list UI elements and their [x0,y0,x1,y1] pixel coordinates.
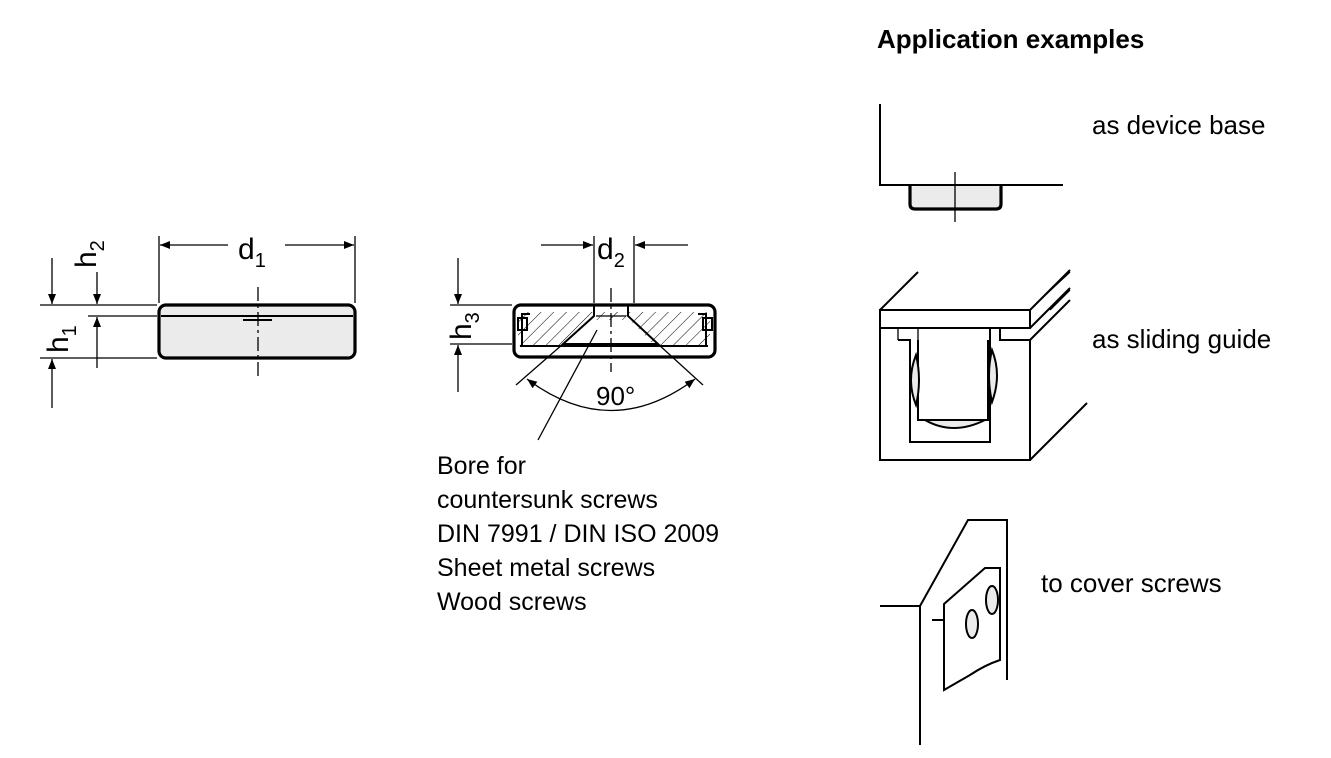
side-view: d1 h1 h2 [40,233,357,408]
d2-label: d2 [597,233,625,272]
example-label-cover-screws: to cover screws [1041,568,1222,598]
device-housing-outline [879,104,1063,186]
application-title: Application examples [877,24,1144,54]
bore-note-line-3: DIN 7991 / DIN ISO 2009 [437,520,719,548]
guide-pad-left [910,351,920,409]
angle-arc [526,378,696,412]
angle-extension-right [657,343,704,386]
cover-pad-lower [965,609,979,639]
section-view: d2 h3 90° Bore for countersunk screws DI… [437,233,719,616]
bore-note-line-5: Wood screws [437,588,587,616]
example-label-device-base: as device base [1092,110,1265,140]
example-sliding-guide: as sliding guide [879,269,1271,461]
pad-body [159,305,355,358]
slider-block [917,340,989,421]
section-clip-left [517,317,528,331]
section-outline [512,303,717,359]
section-clip-right [702,317,713,331]
slider-plate-front [879,309,1031,329]
example-label-sliding-guide: as sliding guide [1092,324,1271,354]
pad-outline [157,303,357,360]
u-channel-inner [898,328,991,443]
example-device-base: as device base [879,104,1265,222]
bore-note-line-2: countersunk screws [437,486,658,514]
cover-wall-side [919,519,1008,680]
cover-wall-front [880,605,921,745]
section-inner-contour [521,313,707,346]
u-channel-outline [879,328,1031,461]
application-examples: Application examples as device base [877,24,1271,745]
angle-label: 90° [596,381,635,411]
bore-note-line-1: Bore for [437,452,526,480]
guide-pad-bottom [921,419,986,429]
h1-label: h1 [42,325,81,353]
cover-pad-upper [985,585,999,615]
d1-label: d1 [238,233,266,272]
slider-plate-edge [1039,271,1071,311]
example-cover-screws: to cover screws [880,519,1222,745]
bore-leader-line [537,329,598,441]
angle-extension-left [515,343,564,386]
bore-note-line-4: Sheet metal screws [437,554,655,582]
h2-label: h2 [70,240,109,268]
h3-label: h3 [445,312,484,340]
cover-plate [943,567,1001,692]
guide-pad-right [988,346,998,406]
section-hatch [518,312,710,346]
u-channel-depth [1029,299,1088,461]
u-channel-notch [897,328,919,340]
